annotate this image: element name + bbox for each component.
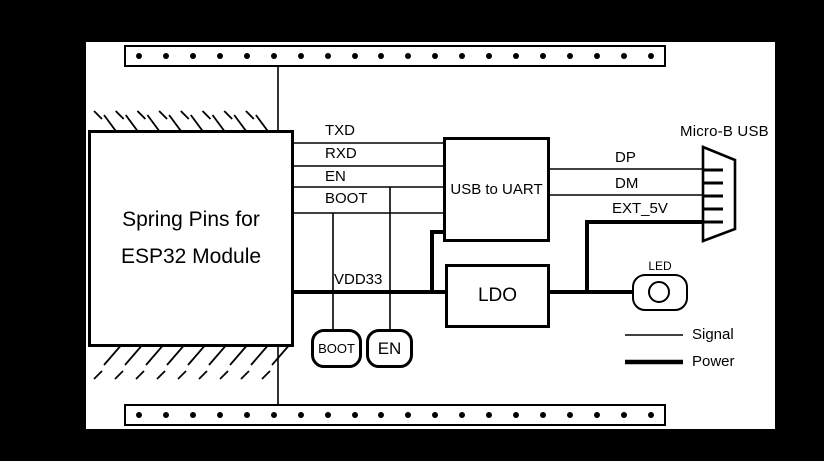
usb-to-uart-label: USB to UART bbox=[450, 181, 543, 198]
pin-dot bbox=[567, 53, 573, 59]
en-net-label: EN bbox=[325, 168, 346, 185]
pin-dot bbox=[540, 53, 547, 59]
pin-dot bbox=[486, 412, 493, 418]
pin-dot bbox=[136, 412, 142, 418]
bottom-pin-header bbox=[124, 404, 666, 426]
micro-usb-pins bbox=[703, 168, 723, 224]
spring-pins-block: Spring Pins for ESP32 Module bbox=[88, 130, 294, 347]
pin-dot bbox=[378, 53, 385, 59]
pin-dot bbox=[513, 53, 520, 59]
micro-usb-title: Micro-B USB bbox=[680, 123, 769, 140]
led-circle-icon bbox=[648, 281, 670, 303]
micro-usb-connector-shape bbox=[701, 145, 737, 243]
top-pin-header bbox=[124, 45, 666, 67]
led-symbol bbox=[632, 274, 688, 311]
pin-dot bbox=[432, 412, 439, 418]
rxd-net-label: RXD bbox=[325, 145, 357, 162]
pin-dot bbox=[297, 53, 304, 59]
ext5v-net-label: EXT_5V bbox=[612, 200, 668, 217]
ldo-block: LDO bbox=[445, 264, 550, 328]
pin-dot bbox=[620, 53, 627, 59]
pin-dot bbox=[405, 53, 412, 59]
boot-net-label: BOOT bbox=[325, 190, 368, 207]
dm-net-label: DM bbox=[615, 175, 639, 192]
pin-dot bbox=[459, 412, 466, 418]
led-label: LED bbox=[648, 259, 672, 273]
pin-dot bbox=[324, 53, 331, 59]
txd-net-label: TXD bbox=[325, 122, 355, 139]
boot-button: BOOT bbox=[311, 329, 362, 368]
pin-dot bbox=[351, 412, 358, 418]
dp-net-label: DP bbox=[615, 149, 636, 166]
uart-power-branch bbox=[430, 230, 445, 294]
pin-dot bbox=[486, 53, 493, 59]
pin-dot bbox=[540, 412, 547, 418]
pin-dot bbox=[405, 412, 412, 418]
vdd33-net-label: VDD33 bbox=[334, 271, 383, 288]
ldo-label: LDO bbox=[477, 285, 518, 306]
pin-dot bbox=[189, 53, 196, 59]
ext5v-power-branch bbox=[585, 220, 704, 294]
pin-dot bbox=[243, 53, 250, 59]
legend-signal-label: Signal bbox=[692, 326, 734, 343]
pin-dot bbox=[378, 412, 385, 418]
pin-dot bbox=[216, 412, 223, 418]
pin-dot bbox=[620, 412, 627, 418]
pin-dot bbox=[459, 53, 466, 59]
spring-pins-label-line2: ESP32 Module bbox=[120, 245, 262, 268]
spring-pins-label-line1: Spring Pins for bbox=[122, 208, 260, 231]
pin-dot bbox=[136, 53, 142, 59]
pin-dot bbox=[567, 412, 573, 418]
pin-dot bbox=[593, 53, 600, 59]
pin-dot bbox=[647, 412, 654, 418]
pin-dot bbox=[270, 412, 277, 418]
pin-dot bbox=[162, 412, 169, 418]
pin-dot bbox=[243, 412, 250, 418]
pin-dot bbox=[189, 412, 196, 418]
bottom-hatch-marks bbox=[93, 342, 292, 380]
pin-dot bbox=[432, 53, 439, 59]
wire-layer bbox=[93, 67, 737, 405]
pin-dot bbox=[162, 53, 169, 59]
pin-dot bbox=[647, 53, 654, 59]
en-button-label: EN bbox=[377, 338, 402, 358]
pin-dot bbox=[324, 412, 331, 418]
boot-button-label: BOOT bbox=[318, 341, 355, 356]
pin-dot bbox=[351, 53, 358, 59]
en-button: EN bbox=[366, 329, 413, 368]
pin-dot bbox=[513, 412, 520, 418]
pin-dot bbox=[270, 53, 277, 59]
legend-power-label: Power bbox=[692, 353, 735, 370]
pin-dot bbox=[297, 412, 304, 418]
usb-to-uart-block: USB to UART bbox=[443, 137, 550, 242]
pin-dot bbox=[216, 53, 223, 59]
diagram-canvas: Spring Pins for ESP32 Module USB to UART… bbox=[86, 42, 775, 429]
pin-dot bbox=[593, 412, 600, 418]
